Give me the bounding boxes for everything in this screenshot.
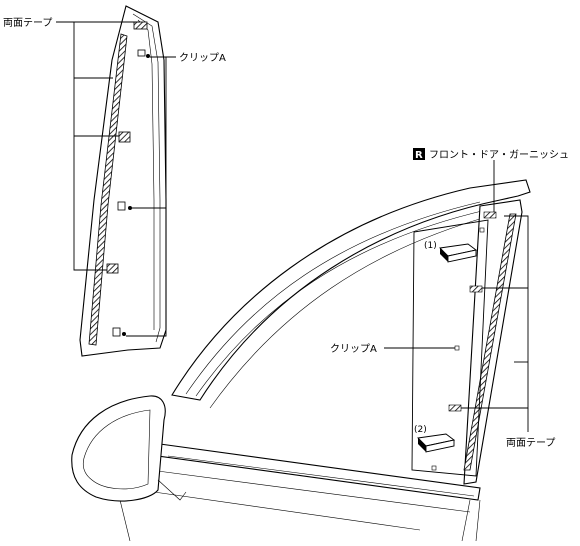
label-clip-a-lower: クリップA — [330, 343, 377, 355]
clip-marker-3 — [431, 465, 437, 471]
clip-a-icon-1 — [137, 49, 150, 58]
garnish-detail-view: 両面テープ クリップA — [3, 5, 226, 357]
label-clip-a-upper: クリップA — [179, 52, 226, 64]
label-pad-2: (2) — [414, 425, 427, 435]
tape-pad-top — [133, 21, 148, 30]
pad-1 — [439, 243, 478, 263]
door-view: R フロント・ドア・ガーニッシュ (1) (2) クリップA 両面テープ — [71, 148, 569, 542]
clip-marker-2 — [454, 345, 460, 351]
label-double-sided-tape-lower: 両面テープ — [506, 437, 555, 449]
r-badge — [413, 148, 425, 160]
side-mirror — [71, 395, 187, 502]
clip-a-icon-3 — [112, 327, 126, 337]
r-badge-text: R — [415, 150, 423, 161]
pad-2 — [417, 433, 456, 453]
tape-pad-upper — [118, 131, 131, 143]
tape-strip-long — [88, 33, 128, 346]
tape-pad-lower — [106, 263, 119, 274]
clip-a-icon-2 — [117, 201, 132, 211]
door-frame — [171, 179, 531, 401]
garnish-tape-strip — [463, 213, 517, 471]
label-pad-1: (1) — [424, 241, 437, 251]
label-double-sided-tape-upper: 両面テープ — [3, 17, 52, 29]
label-front-door-garnish: フロント・ドア・ガーニッシュ — [429, 149, 569, 161]
clip-marker-1 — [479, 227, 485, 233]
